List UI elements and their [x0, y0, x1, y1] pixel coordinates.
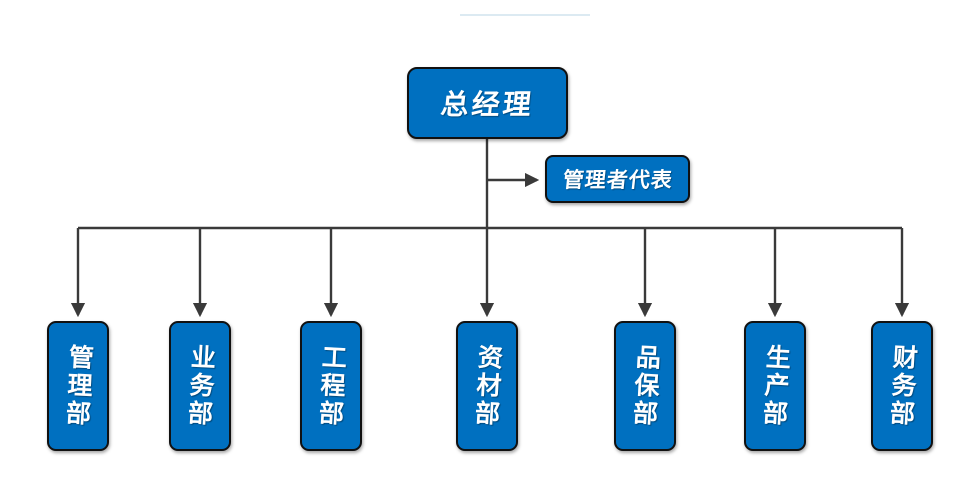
node-dept-quality[interactable]: 品保部 — [614, 321, 676, 451]
node-general-manager[interactable]: 总经理 — [407, 67, 568, 139]
node-dept-finance[interactable]: 财务部 — [871, 321, 933, 451]
node-dept-admin-label: 管理部 — [61, 343, 95, 429]
top-divider-line — [460, 14, 590, 16]
node-dept-business[interactable]: 业务部 — [169, 321, 231, 451]
node-management-representative-label: 管理者代表 — [561, 168, 674, 192]
node-dept-business-label: 业务部 — [183, 343, 217, 429]
node-dept-production[interactable]: 生产部 — [744, 321, 806, 451]
node-dept-materials[interactable]: 资材部 — [456, 321, 518, 451]
node-dept-finance-label: 财务部 — [885, 343, 919, 429]
node-general-manager-label: 总经理 — [439, 88, 536, 121]
node-dept-engineering[interactable]: 工程部 — [300, 321, 362, 451]
node-dept-engineering-label: 工程部 — [314, 343, 348, 429]
node-dept-quality-label: 品保部 — [628, 343, 662, 429]
node-dept-admin[interactable]: 管理部 — [47, 321, 109, 451]
node-dept-production-label: 生产部 — [758, 343, 792, 429]
node-dept-materials-label: 资材部 — [470, 343, 504, 429]
node-management-representative[interactable]: 管理者代表 — [545, 155, 690, 203]
